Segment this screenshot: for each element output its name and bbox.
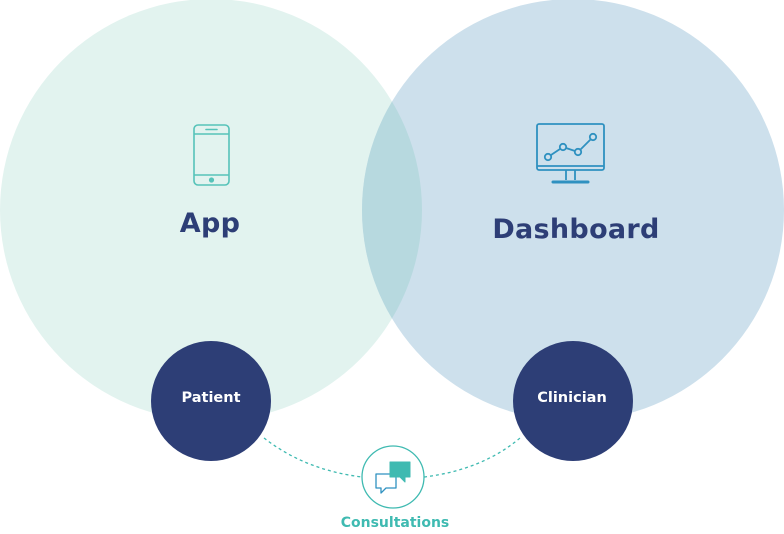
connector-right (423, 437, 521, 478)
dashboard-circle (362, 0, 784, 421)
app-circle (0, 0, 422, 421)
consultations-label: Consultations (340, 515, 450, 531)
connector-left (263, 437, 363, 478)
patient-label: Patient (181, 390, 241, 406)
clinician-label: Clinician (537, 390, 607, 406)
patient-circle (151, 341, 271, 461)
chat-bubbles-icon (375, 461, 411, 494)
app-label: App (179, 208, 241, 239)
smartphone-icon (193, 124, 230, 186)
dashboard-label: Dashboard (492, 214, 660, 245)
monitor-chart-icon (536, 123, 605, 184)
clinician-circle (513, 341, 633, 461)
